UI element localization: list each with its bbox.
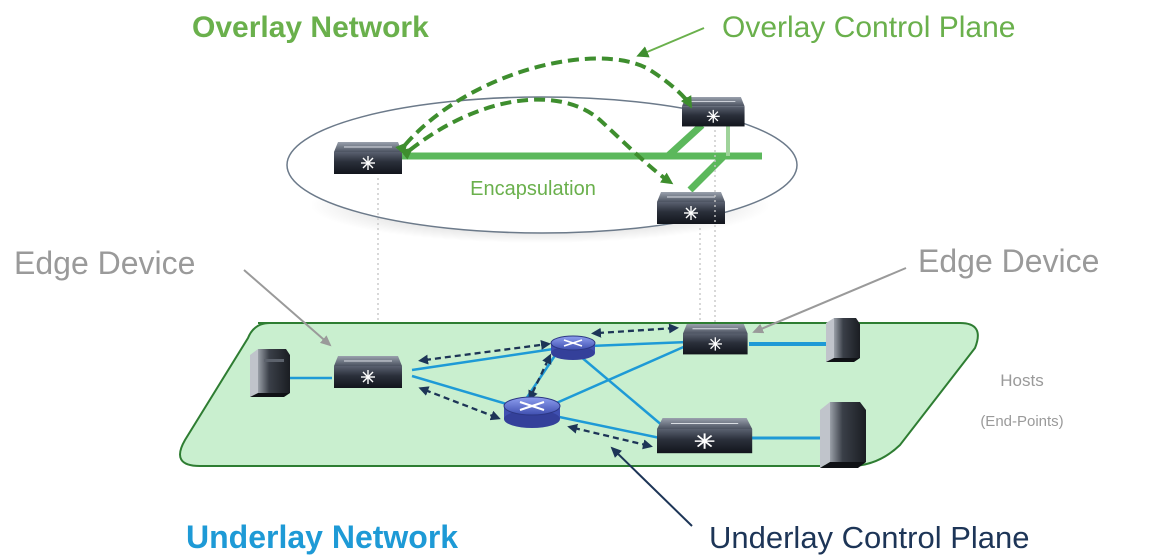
- underlay-switch-left[interactable]: [333, 355, 403, 389]
- router-bottom[interactable]: [503, 396, 561, 428]
- overlay-network-title: Overlay Network: [192, 11, 429, 44]
- underlay-network-title: Underlay Network: [186, 519, 458, 555]
- hosts-label: Hosts: [1000, 371, 1043, 390]
- host-left[interactable]: [250, 349, 290, 397]
- edge-device-left-pointer: [243, 269, 332, 347]
- router-icon: [550, 335, 596, 360]
- server-icon: [250, 349, 290, 397]
- host-top-right[interactable]: [826, 318, 860, 362]
- server-icon: [826, 318, 860, 362]
- underlay-control-pointer: [610, 446, 693, 527]
- edge-device-left-label: Edge Device: [14, 245, 195, 281]
- overlay-switch-left[interactable]: [333, 141, 403, 175]
- overlay-control-pointer: [636, 27, 705, 58]
- underlay-control-arrows: [418, 323, 679, 450]
- router-top[interactable]: [550, 335, 596, 360]
- overlay-layer: Encapsulation: [286, 56, 798, 243]
- end-points-label: (End-Points): [980, 413, 1063, 430]
- underlay-layer: [179, 318, 979, 468]
- overlay-control-plane-arcs: [395, 56, 692, 185]
- underlay-switch-bottom-right[interactable]: [656, 417, 754, 455]
- underlay-switch-top-right[interactable]: [682, 323, 749, 356]
- edge-device-right-label: Edge Device: [918, 243, 1099, 279]
- edge-device-right-pointer: [752, 267, 907, 334]
- encapsulation-label: Encapsulation: [470, 178, 596, 200]
- host-bottom-right[interactable]: [820, 402, 866, 468]
- overlay-switch-top-right[interactable]: [681, 96, 746, 128]
- underlay-control-plane-label: Underlay Control Plane: [709, 520, 1030, 555]
- overlay-control-plane-label: Overlay Control Plane: [722, 11, 1015, 44]
- server-icon: [820, 402, 866, 468]
- router-icon: [503, 396, 561, 428]
